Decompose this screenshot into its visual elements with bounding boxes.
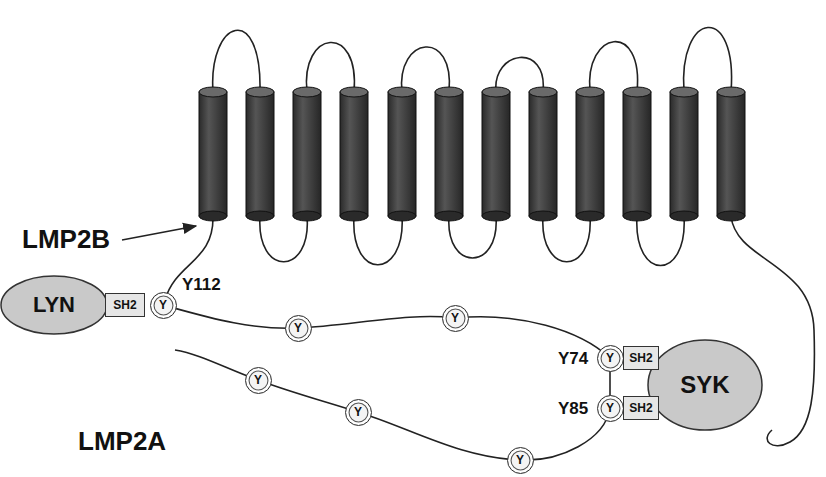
transmembrane-helix <box>576 87 604 221</box>
domain-name: LYN <box>33 294 75 316</box>
tyrosine-circle: Y <box>507 447 534 474</box>
helix-body <box>435 92 463 216</box>
helix-body <box>717 92 745 216</box>
intracellular-loop <box>637 216 684 266</box>
helix-body <box>623 92 651 216</box>
domain-name: SH2 <box>629 352 652 364</box>
helix-cap <box>482 211 510 221</box>
domain-name: SYK <box>680 373 729 397</box>
helix-cap <box>246 87 274 97</box>
helix-cap <box>199 211 227 221</box>
helix-cap <box>388 211 416 221</box>
sh2-domain-box: SH2 <box>623 346 659 370</box>
intracellular-loop <box>260 216 308 262</box>
tyrosine-circle: Y <box>597 345 624 372</box>
helix-cap <box>482 87 510 97</box>
extracellular-loop <box>402 47 450 92</box>
residue-letter: Y <box>606 402 614 414</box>
helix-cap <box>717 211 745 221</box>
residue-letter: Y <box>159 299 167 311</box>
transmembrane-helix <box>623 87 651 221</box>
helix-cap <box>246 211 274 221</box>
transmembrane-helix <box>670 87 698 221</box>
ellipse-shape <box>648 340 762 430</box>
transmembrane-helix <box>340 87 368 221</box>
tyrosine-circle: Y <box>245 367 272 394</box>
intracellular-loop <box>543 216 590 262</box>
helix-body <box>482 92 510 216</box>
tyrosine-circle: Y <box>285 315 312 342</box>
transmembrane-helix <box>529 87 557 221</box>
extracellular-loop <box>496 57 544 92</box>
residue-label: Y112 <box>182 276 221 293</box>
extracellular-loop <box>213 30 260 92</box>
helix-cap <box>388 87 416 97</box>
helix-cap <box>576 87 604 97</box>
extracellular-loop <box>306 42 354 92</box>
helix-cap <box>670 211 698 221</box>
protein-label: LMP2A <box>78 428 166 454</box>
residue-label: Y85 <box>558 400 588 417</box>
helix-body <box>529 92 557 216</box>
transmembrane-helix <box>482 87 510 221</box>
helix-cap <box>340 87 368 97</box>
intracellular-loop <box>449 216 496 258</box>
residue-letter: Y <box>294 322 302 334</box>
helix-cap <box>293 211 321 221</box>
residue-letter: Y <box>516 454 524 466</box>
tyrosine-circle: Y <box>597 395 624 422</box>
helix-cap <box>529 87 557 97</box>
transmembrane-helix <box>717 87 745 221</box>
transmembrane-helix <box>199 87 227 221</box>
kinase-ellipse: LYN <box>0 275 108 335</box>
helix-cap <box>529 211 557 221</box>
helix-cap <box>435 87 463 97</box>
intracellular-loop <box>354 216 402 265</box>
transmembrane-helix <box>388 87 416 221</box>
tyrosine-circle: Y <box>442 305 469 332</box>
domain-name: SH2 <box>629 402 652 414</box>
n-terminal-chain <box>163 305 610 358</box>
tyrosine-circle: Y <box>345 399 372 426</box>
extracellular-loop <box>590 42 638 92</box>
helix-body <box>293 92 321 216</box>
residue-letter: Y <box>606 352 614 364</box>
extracellular-loop <box>684 27 732 92</box>
transmembrane-helix <box>246 87 274 221</box>
helix-cap <box>670 87 698 97</box>
helix-body <box>199 92 227 216</box>
helix-cap <box>576 211 604 221</box>
helix-body <box>670 92 698 216</box>
domain-name: SH2 <box>113 299 136 311</box>
residue-letter: Y <box>354 406 362 418</box>
helix-cap <box>717 87 745 97</box>
lmp2a-tail <box>175 350 610 460</box>
residue-letter: Y <box>254 374 262 386</box>
helix-cap <box>623 211 651 221</box>
helix-cap <box>199 87 227 97</box>
sh2-domain-box: SH2 <box>623 396 659 420</box>
transmembrane-helix <box>293 87 321 221</box>
pointer-arrow <box>122 226 196 240</box>
tyrosine-circle: Y <box>150 292 177 319</box>
helix-body <box>576 92 604 216</box>
helix-cap <box>435 211 463 221</box>
sh2-domain-box: SH2 <box>105 293 145 317</box>
helix-cap <box>340 211 368 221</box>
helix-body <box>246 92 274 216</box>
transmembrane-helix <box>435 87 463 221</box>
kinase-ellipse: SYK <box>647 339 763 431</box>
protein-label: LMP2B <box>22 226 110 252</box>
residue-label: Y74 <box>558 350 588 367</box>
helix-cap <box>623 87 651 97</box>
helix-cap <box>293 87 321 97</box>
residue-letter: Y <box>451 312 459 324</box>
ellipse-shape <box>1 276 107 334</box>
helix-body <box>340 92 368 216</box>
helix-body <box>388 92 416 216</box>
